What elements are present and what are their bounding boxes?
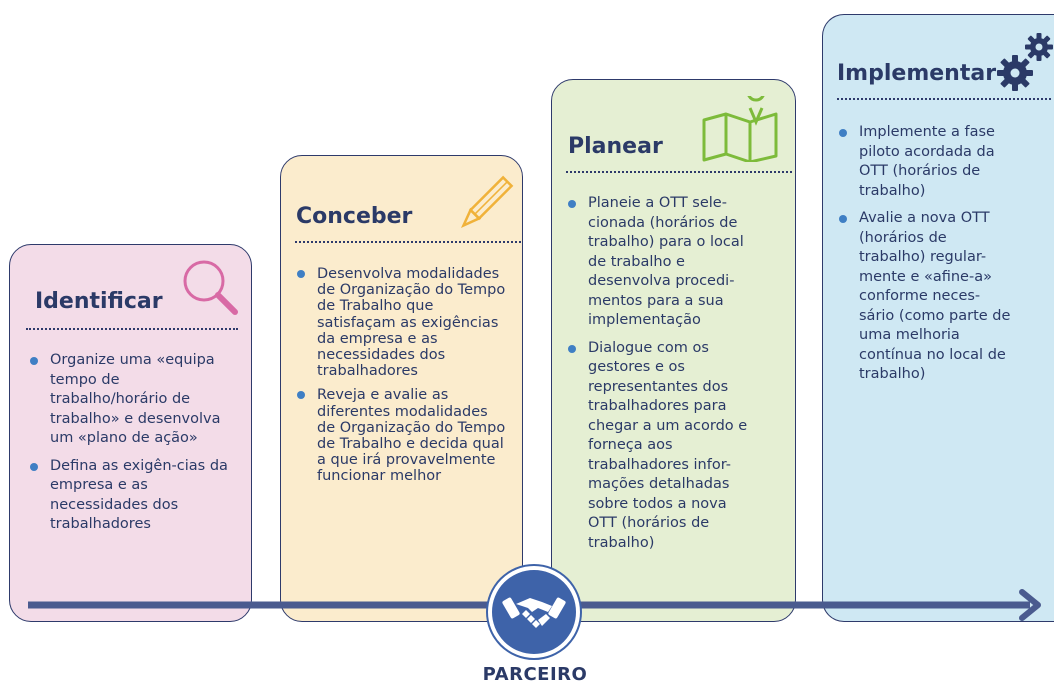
step-card-conceber: Conceber Desenvolva modalidades de Organ… [280, 155, 523, 622]
bullet-dot [839, 129, 847, 137]
list-item: Desenvolva modalidades de Organização do… [295, 266, 509, 379]
step-title: Identificar [35, 289, 163, 314]
list-item: Dialogue com os gestores e os representa… [566, 339, 756, 554]
step-card-implementar: Implementar Implemente a fase piloto aco… [822, 14, 1054, 622]
step-title: Implementar [837, 61, 997, 86]
partner-badge [488, 566, 580, 658]
list-item: Reveja e avalie as diferentes modalidade… [295, 387, 509, 484]
step-card-identificar: Identificar Organize uma «equipa tempo d… [9, 244, 252, 622]
magnifier-icon [183, 260, 238, 315]
step-bullet-list: Implemente a fase piloto acordada da OTT… [837, 123, 1013, 393]
step-bullet-list: Organize uma «equipa tempo de trabalho/h… [28, 351, 228, 543]
bullet-dot [297, 270, 305, 278]
bullet-dot [30, 462, 38, 471]
bullet-dot [297, 391, 305, 400]
pencil-icon [460, 175, 514, 229]
title-divider [26, 328, 238, 330]
step-bullet-list: Planeie a OTT sele-cionada (horários de … [566, 194, 756, 561]
step-title: Conceber [296, 204, 413, 229]
bullet-dot [568, 344, 576, 353]
list-item: Avalie a nova OTT (horários de trabalho)… [837, 209, 1013, 385]
step-title: Planear [568, 134, 663, 159]
handshake-icon [502, 597, 566, 628]
list-item: Defina as exigên-cias da empresa e as ne… [28, 457, 228, 535]
title-divider [566, 171, 792, 173]
partner-label: PARCEIRO [482, 664, 588, 685]
list-item: Organize uma «equipa tempo de trabalho/h… [28, 351, 228, 449]
bullet-dot [30, 357, 38, 365]
step-bullet-list: Desenvolva modalidades de Organização do… [295, 266, 509, 493]
map-pin-icon [702, 96, 778, 162]
title-divider [837, 98, 1051, 100]
title-divider [295, 241, 521, 243]
gears-icon [997, 33, 1053, 91]
bullet-dot [568, 200, 576, 208]
list-item: Planeie a OTT sele-cionada (horários de … [566, 194, 756, 331]
step-card-planear: Planear Planeie a OTT sele-cionada (horá… [551, 79, 796, 622]
list-item: Implemente a fase piloto acordada da OTT… [837, 123, 1013, 201]
bullet-dot [839, 215, 847, 223]
